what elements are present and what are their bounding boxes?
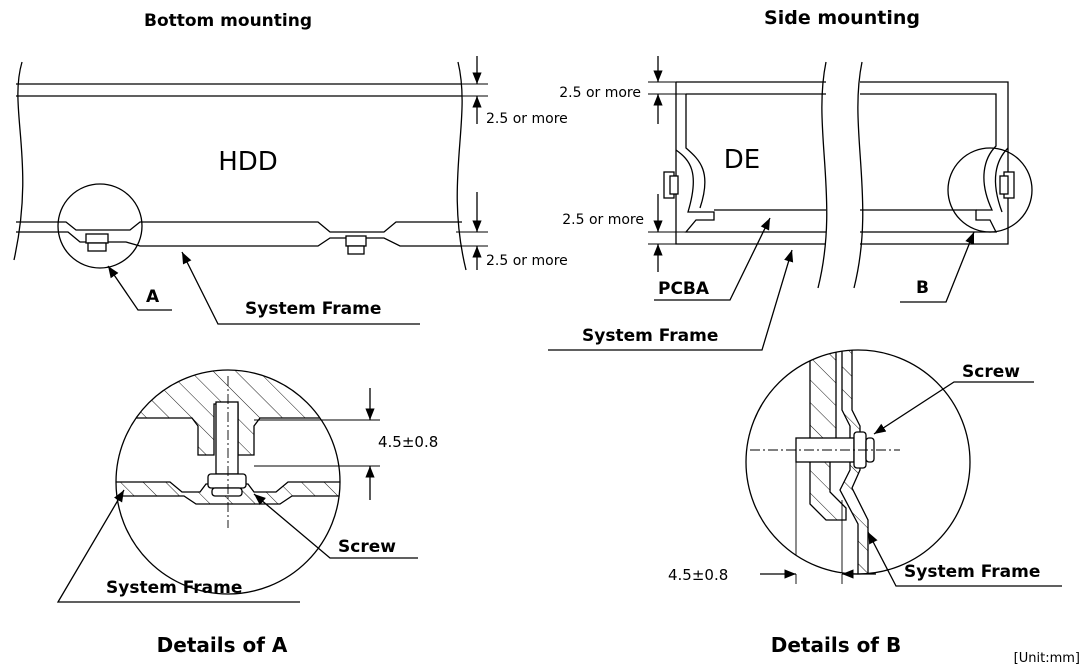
bottom-dim-bottom: 2.5 or more (486, 253, 568, 269)
bottom-frame-label: System Frame (245, 299, 381, 319)
de-label: DE (724, 145, 760, 175)
side-mounting-title: Side mounting (764, 7, 920, 29)
side-mounting-view: DE 2.5 or more 2.5 or more PCBA System F… (548, 56, 1033, 351)
detail-b-dimension: 4.5±0.8 (668, 566, 728, 584)
detail-a-circle (57, 183, 143, 269)
left-break-line (13, 61, 24, 261)
detail-a-frame-label: System Frame (106, 578, 242, 598)
detail-a-dimension: 4.5±0.8 (378, 433, 438, 451)
side-frame-label: System Frame (582, 326, 718, 346)
side-dim-top: 2.5 or more (559, 85, 641, 101)
bottom-mounting-view: HDD 2.5 or more 2.5 or more A System Fra… (13, 56, 568, 325)
detail-a-screw-head (207, 473, 247, 489)
callout-b: B (916, 278, 929, 298)
bottom-dim-top: 2.5 or more (486, 111, 568, 127)
detail-a-view: 4.5±0.8 Screw System Frame (56, 369, 438, 603)
detail-a-screw-shaft (215, 401, 239, 475)
detail-b-view: 4.5±0.8 Screw System Frame (668, 349, 1062, 587)
right-break-line (456, 61, 467, 271)
pcba-label: PCBA (658, 279, 710, 299)
screw-right-head (347, 245, 365, 255)
detail-b-circle (947, 147, 1033, 233)
detail-b-frame-label: System Frame (904, 562, 1040, 582)
detail-a-screw-label: Screw (338, 537, 396, 557)
detail-a-outline (115, 369, 341, 595)
bottom-mounting-title: Bottom mounting (144, 11, 312, 31)
callout-a: A (146, 287, 160, 307)
screw-a-head (85, 233, 109, 244)
detail-b-screw-label: Screw (962, 362, 1020, 382)
unit-label: [Unit:mm] (1014, 651, 1080, 666)
detail-b-title: Details of B (771, 633, 901, 657)
hdd-label: HDD (218, 147, 278, 177)
detail-a-title: Details of A (157, 633, 288, 657)
side-dim-bottom: 2.5 or more (562, 212, 644, 228)
